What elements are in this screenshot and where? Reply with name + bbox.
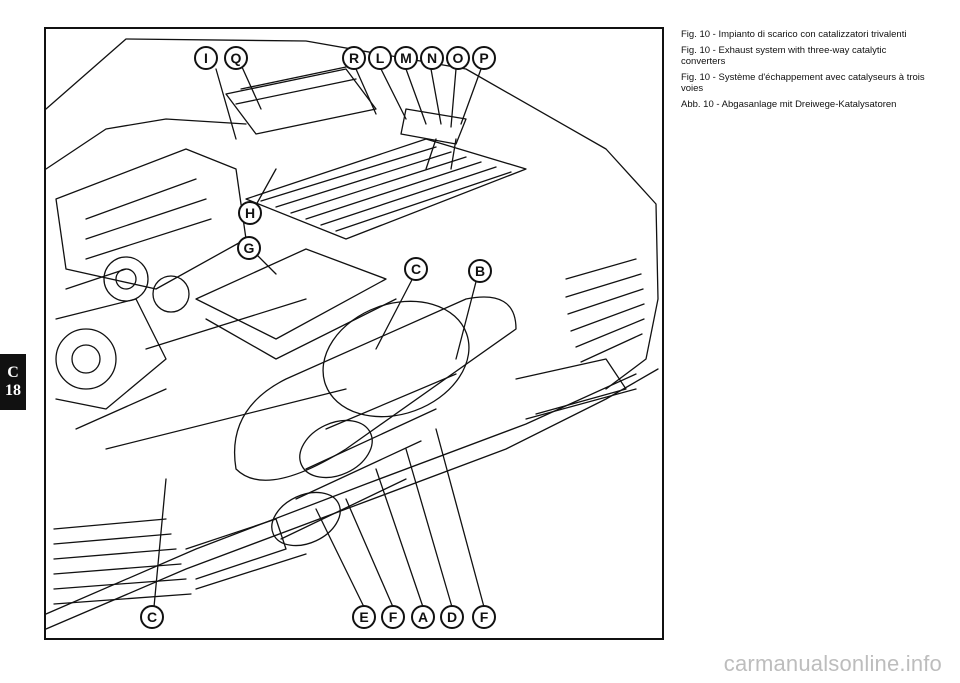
callout-q: Q	[224, 46, 248, 70]
exhaust-system-illustration: I Q R L M N O P H G C B C E F A D F	[44, 27, 664, 640]
callout-h: H	[238, 201, 262, 225]
page-number: 18	[5, 382, 21, 399]
watermark-text: carmanualsonline.info	[723, 651, 942, 676]
section-letter: C	[7, 364, 19, 381]
engine-bay-drawing	[46, 38, 659, 630]
callout-a: A	[411, 605, 435, 629]
callout-b: B	[468, 259, 492, 283]
callout-e: E	[352, 605, 376, 629]
callout-o: O	[446, 46, 470, 70]
callout-c-upper: C	[404, 257, 428, 281]
callout-r: R	[342, 46, 366, 70]
caption-italian: Fig. 10 - Impianto di scarico con catali…	[681, 29, 907, 40]
callout-g: G	[237, 236, 261, 260]
section-tab: C 18	[0, 354, 26, 410]
caption-german: Abb. 10 - Abgasanlage mit Dreiwege-Katal…	[681, 99, 897, 110]
caption-english: Fig. 10 - Exhaust system with three-way …	[681, 45, 887, 67]
callout-d: D	[440, 605, 464, 629]
callout-c-lower: C	[140, 605, 164, 629]
callout-n: N	[420, 46, 444, 70]
callout-m: M	[394, 46, 418, 70]
callout-p: P	[472, 46, 496, 70]
caption-french: Fig. 10 - Système d'échappement avec cat…	[681, 72, 925, 94]
callout-f-second: F	[472, 605, 496, 629]
callout-f: F	[381, 605, 405, 629]
callout-l: L	[368, 46, 392, 70]
callout-i: I	[194, 46, 218, 70]
figure-captions: Fig. 10 - Impianto di scarico con catali…	[681, 29, 926, 115]
